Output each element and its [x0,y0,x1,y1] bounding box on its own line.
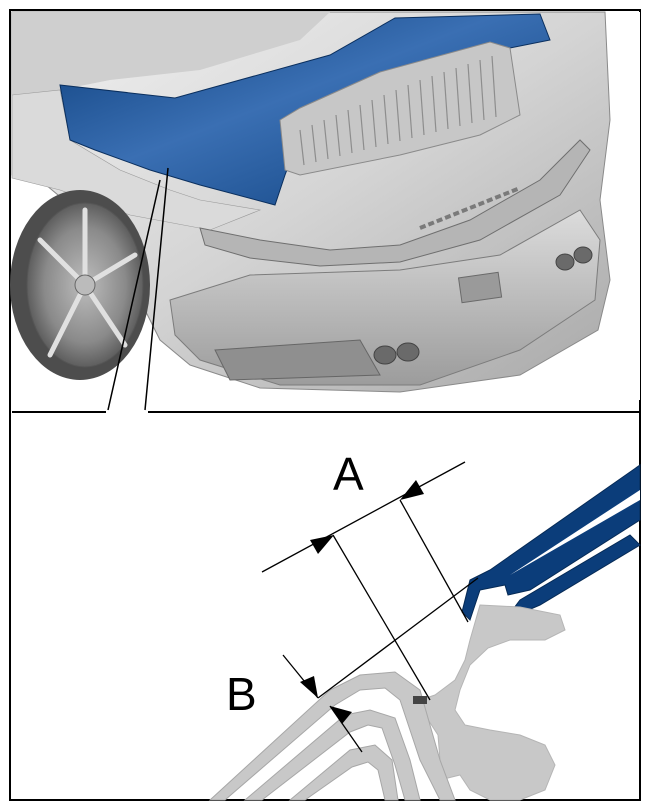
dimension-b-arrow-upper [300,676,318,698]
rear-diffuser [214,339,381,381]
exhaust-tips-right [555,246,593,271]
dimension-b-line [317,577,479,699]
dimension-a-arrow-left [310,535,334,554]
exhaust-tips-left [373,342,420,365]
engine-grille [299,55,497,166]
label-b: B [226,668,257,720]
seal-rail-inner [510,490,640,575]
inner-panel-2 [288,744,399,801]
inner-panel [243,709,421,801]
dimension-a-arrow-right [400,480,424,500]
edge-detail [413,696,427,704]
rear-light-bar [199,139,591,267]
cross-section-detail: A B [208,448,641,801]
seal-rail [461,464,641,621]
dimension-a-line [261,461,466,573]
dimension-a [261,461,469,701]
label-a: A [333,448,364,500]
dimension-a-ext-1 [332,534,431,701]
car-roof [12,12,330,95]
outer-frame [9,9,641,801]
engine-lid [279,41,521,176]
rear-wheel [10,190,150,380]
outer-panel [208,671,456,801]
leader-line [107,167,169,411]
dimension-b-arrow-lower [330,706,352,724]
dimension-a-ext-2 [399,499,469,623]
car-rear-view [10,11,640,411]
rear-bumper [169,209,601,386]
license-plate-recess [457,271,503,304]
